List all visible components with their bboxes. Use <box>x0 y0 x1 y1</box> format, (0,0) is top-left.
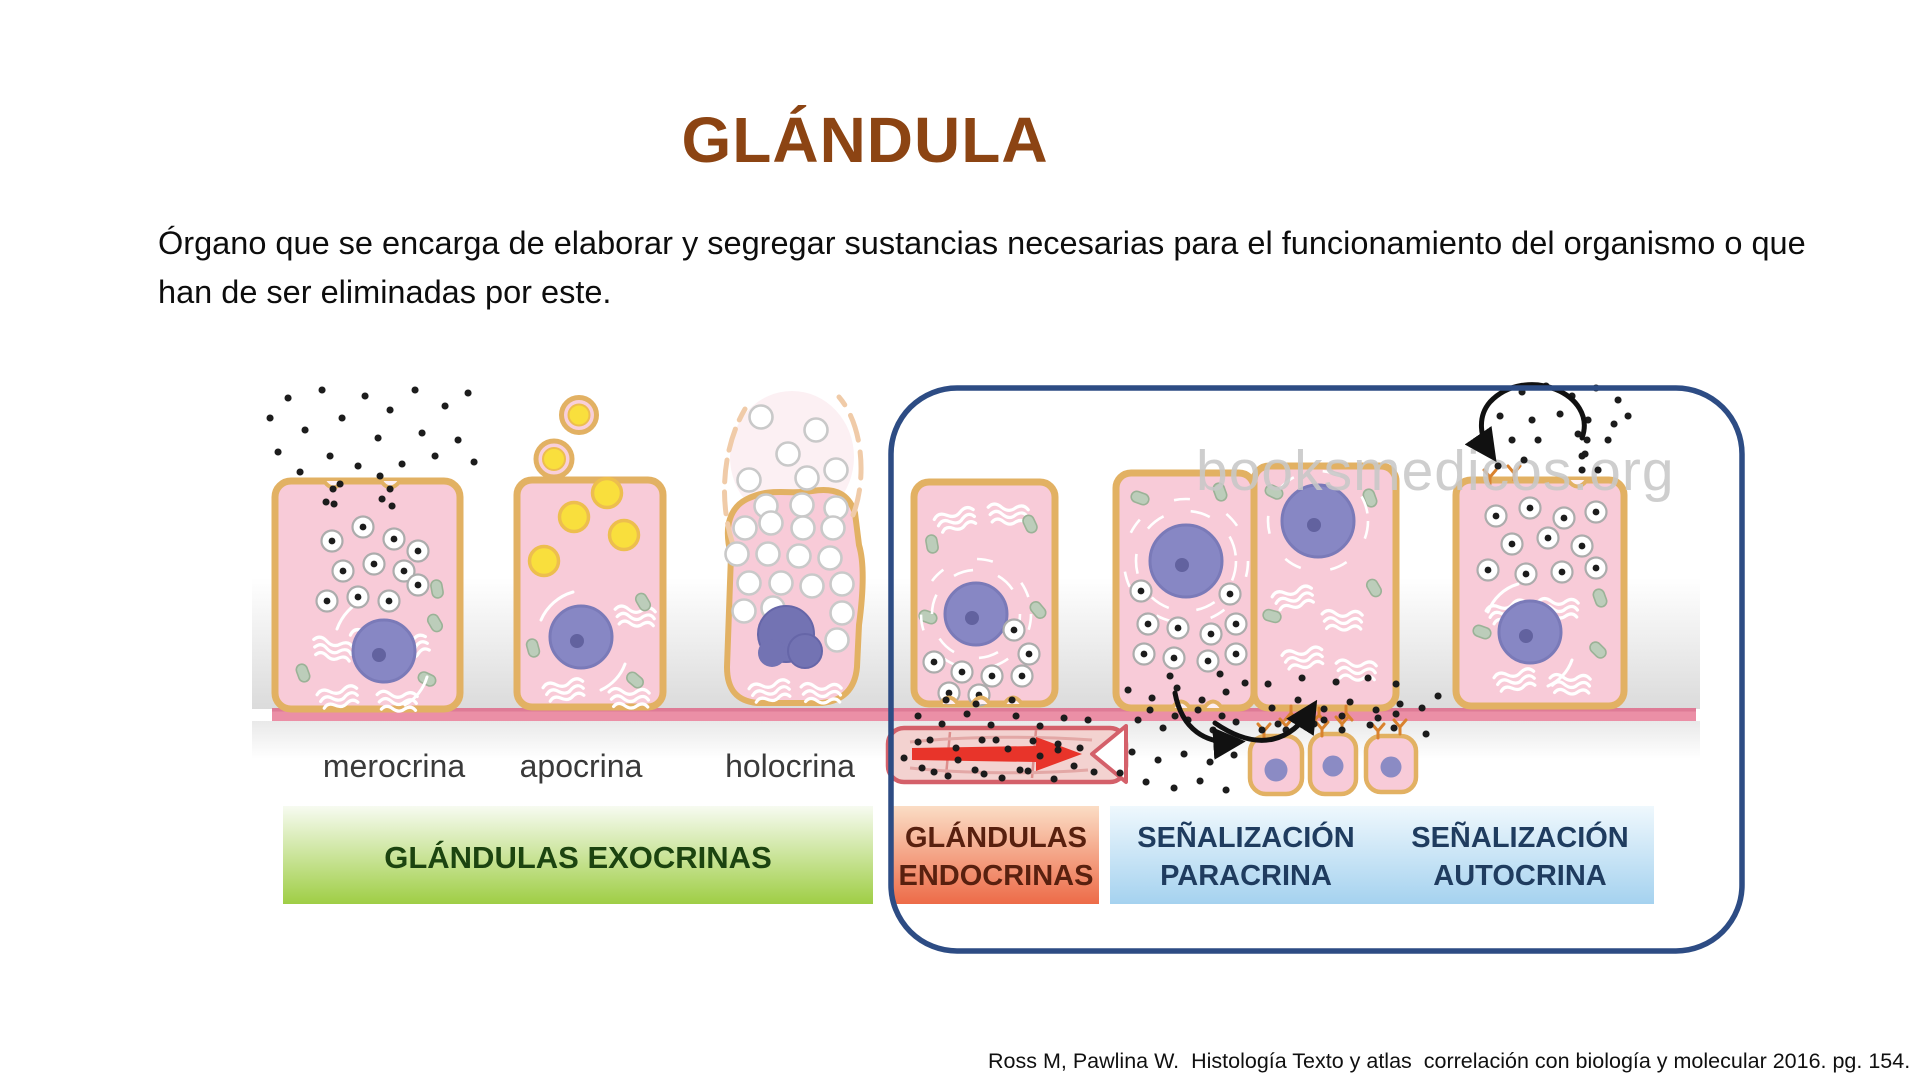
paracrine-target-cells <box>1247 715 1419 797</box>
endocrine-cell <box>910 478 1059 708</box>
pyknotic-nucleus <box>757 605 823 669</box>
apocrine-cell <box>513 395 667 712</box>
gland-types-figure: GLÁNDULAS EXOCRINAS GLÁNDULAS ENDOCRINAS… <box>230 378 1780 958</box>
paracrine-arrow-up <box>1212 699 1318 743</box>
holocrine-cell <box>722 391 866 707</box>
paracrine-arrow-down <box>1172 690 1246 760</box>
basement-membrane-line <box>272 708 1696 721</box>
signaling-bar: SEÑALIZACIÓN PARACRINA SEÑALIZACIÓN AUTO… <box>1110 806 1654 904</box>
paracrine-cells <box>1112 462 1400 712</box>
endocrine-bar: GLÁNDULAS ENDOCRINAS <box>893 806 1099 904</box>
citation-text: Ross M, Pawlina W. Histología Texto y at… <box>988 1048 1911 1073</box>
exocrine-bar: GLÁNDULAS EXOCRINAS <box>283 806 873 904</box>
blood-flow-arrow <box>912 737 1082 771</box>
autocrine-bar-label-line1: SEÑALIZACIÓN <box>1411 820 1629 854</box>
watermark-text: booksmedicos.org <box>1196 439 1675 503</box>
paracrine-bar-label-line2: PARACRINA <box>1160 860 1332 892</box>
blood-vessel <box>885 724 1129 785</box>
label-merocrina: merocrina <box>323 748 465 784</box>
endocrine-bar-label-line2: ENDOCRINAS <box>899 860 1094 892</box>
label-apocrina: apocrina <box>520 748 643 784</box>
endocrine-bar-label-line1: GLÁNDULAS <box>905 820 1087 854</box>
description-text: Órgano que se encarga de elaborar y segr… <box>158 224 1806 310</box>
autocrine-cell <box>1452 476 1628 710</box>
page-title: GLÁNDULA <box>681 103 1049 176</box>
paracrine-bar-label-line1: SEÑALIZACIÓN <box>1137 820 1355 854</box>
exocrine-bar-label: GLÁNDULAS EXOCRINAS <box>384 840 772 875</box>
highlight-box <box>888 385 1745 954</box>
merocrine-cell <box>271 477 464 715</box>
gland-diagram: GLÁNDULAS EXOCRINAS GLÁNDULAS ENDOCRINAS… <box>252 382 1745 954</box>
secretion-dots <box>266 382 1632 794</box>
autocrine-bar-label-line2: AUTOCRINA <box>1433 860 1607 892</box>
label-holocrina: holocrina <box>725 748 855 784</box>
